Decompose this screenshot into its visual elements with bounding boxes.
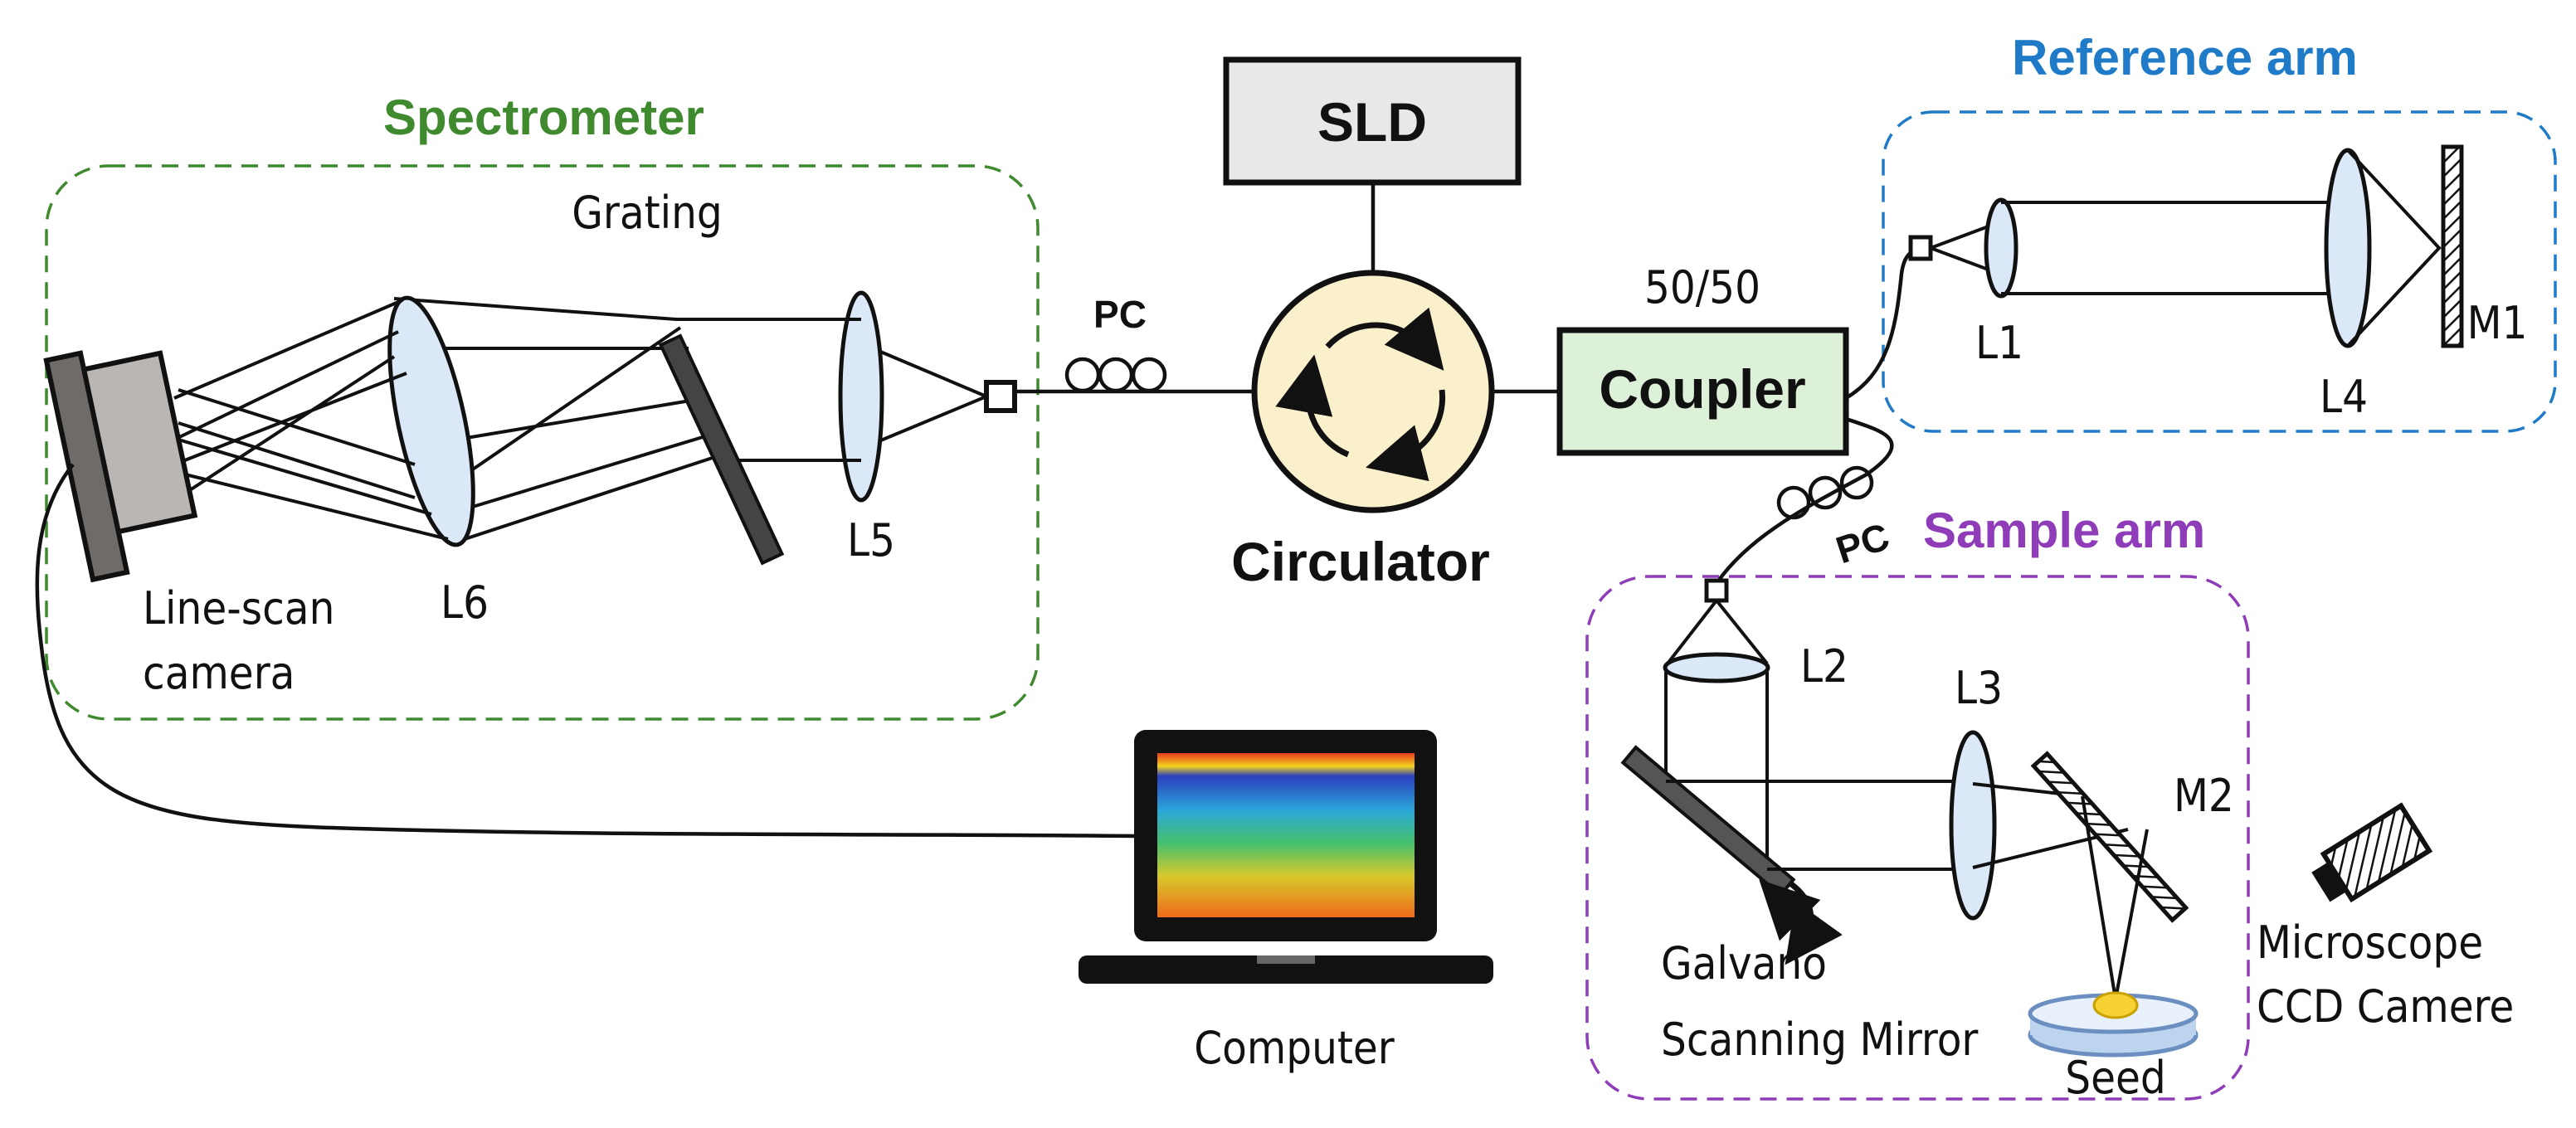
coupler-box [1556, 327, 1849, 456]
coupler-ratio: 50/50 [1644, 261, 1760, 314]
sld-label: SLD [1317, 91, 1427, 153]
line-scan-camera-icon [43, 350, 198, 583]
pc-label-right: PC [1831, 514, 1895, 571]
polarization-controller-right [1776, 465, 1874, 520]
lens-l3 [1949, 730, 1997, 921]
mirror-m1 [2441, 144, 2464, 348]
seed [2092, 991, 2139, 1019]
reference-fiber-tip [1908, 235, 1933, 261]
label-l3: L3 [1955, 662, 2003, 714]
spectrometer-fiber-tip [984, 380, 1017, 413]
lens-l4 [2324, 148, 2372, 348]
label-l4: L4 [2320, 371, 2368, 423]
label-l6: L6 [441, 576, 489, 629]
reference-arm-region [1882, 110, 2557, 433]
diffraction-grating [658, 333, 785, 566]
circulator-arrows-icon [1275, 307, 1446, 482]
sample-fiber-tip [1704, 578, 1729, 603]
label-grating: Grating [572, 187, 723, 239]
circulator-label: Circulator [1231, 531, 1490, 592]
coupler-label: Coupler [1599, 358, 1805, 420]
spectrometer-region [45, 164, 1040, 721]
spectrometer-title: Spectrometer [383, 90, 704, 145]
line-scan-label-1: Line-scan [143, 582, 334, 634]
sample-arm-title: Sample arm [1923, 503, 2205, 558]
label-l5: L5 [847, 514, 895, 566]
galvano-rotation-arrow-icon-2 [1759, 879, 1821, 941]
ccd-camera-icon [2311, 802, 2433, 903]
lens-l6 [387, 295, 475, 547]
label-m1: M1 [2467, 297, 2528, 349]
lens-l5 [838, 290, 884, 503]
lens-l1 [1984, 197, 2018, 299]
seed-label: Seed [2065, 1052, 2166, 1104]
label-m2: M2 [2174, 770, 2234, 822]
sample-arm-region [1585, 575, 2250, 1101]
polarization-controller-left [1064, 357, 1167, 393]
circulator [1251, 270, 1495, 513]
pc-label-left: PC [1093, 293, 1147, 336]
seed-dish [2028, 991, 2199, 1058]
label-l1: L1 [1975, 317, 2023, 369]
lens-l2 [1663, 652, 1770, 683]
mirror-m2 [2030, 751, 2189, 923]
computer-label: Computer [1194, 1022, 1395, 1074]
galvano-label-2: Scanning Mirror [1661, 1014, 1978, 1066]
label-l2: L2 [1800, 640, 1848, 693]
microscope-label-2: CCD Camere [2257, 980, 2514, 1033]
microscope-label-1: Microscope [2257, 916, 2483, 969]
galvano-label-1: Galvano [1661, 937, 1827, 989]
line-scan-label-2: camera [143, 647, 295, 699]
data-cable [35, 463, 1135, 839]
laptop-icon [1079, 730, 1493, 984]
reference-arm-title: Reference arm [2012, 30, 2358, 85]
